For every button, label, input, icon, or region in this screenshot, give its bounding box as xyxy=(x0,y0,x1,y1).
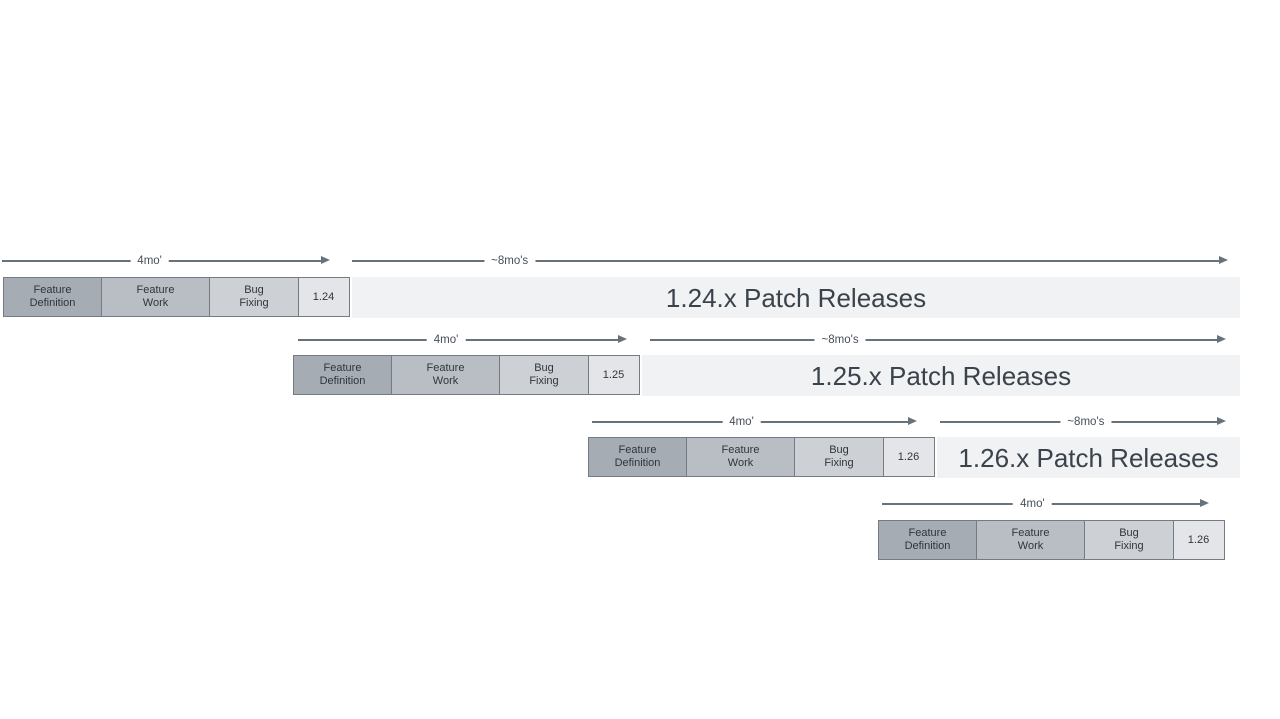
patch-cycle-arrow: ~8mo's xyxy=(352,253,1228,269)
phase-bug-fixing: Bug Fixing xyxy=(499,355,589,395)
release-cycle-bar: Feature Definition Feature Work Bug Fixi… xyxy=(588,437,935,477)
duration-label-8mo: ~8mo's xyxy=(814,333,866,347)
duration-label-8mo: ~8mo's xyxy=(1060,415,1112,429)
patch-releases-bar: 1.26.x Patch Releases xyxy=(937,437,1240,478)
dev-cycle-arrow: 4mo' xyxy=(298,332,627,348)
phase-feature-definition: Feature Definition xyxy=(293,355,392,395)
duration-label-4mo: 4mo' xyxy=(1013,497,1052,511)
version-box: 1.26 xyxy=(1172,520,1225,560)
phase-label: Fixing xyxy=(239,297,269,309)
patch-releases-bar: 1.25.x Patch Releases xyxy=(642,355,1240,396)
phase-feature-work: Feature Work xyxy=(390,355,501,395)
version-box: 1.25 xyxy=(587,355,640,395)
arrow-line xyxy=(650,339,1221,341)
dev-cycle-arrow: 4mo' xyxy=(882,496,1209,512)
phase-label: Feature xyxy=(908,527,947,539)
duration-label-4mo: 4mo' xyxy=(426,333,466,347)
phase-label: Feature xyxy=(1011,527,1050,539)
arrow-head-icon xyxy=(1219,256,1228,264)
phase-label: Feature xyxy=(618,444,657,456)
phase-feature-work: Feature Work xyxy=(975,520,1086,560)
patch-releases-bar: 1.24.x Patch Releases xyxy=(352,277,1240,318)
phase-label: Feature xyxy=(323,362,362,374)
phase-label: Feature xyxy=(426,362,465,374)
arrow-line xyxy=(352,260,1223,262)
phase-feature-work: Feature Work xyxy=(685,437,796,477)
phase-label: Feature xyxy=(136,284,175,296)
phase-label: Fixing xyxy=(529,375,559,387)
arrow-head-icon xyxy=(618,335,627,343)
duration-label-4mo: 4mo' xyxy=(722,415,761,429)
duration-label-8mo: ~8mo's xyxy=(484,254,536,268)
phase-label: Definition xyxy=(614,457,661,469)
phase-label: Fixing xyxy=(1114,540,1144,552)
arrow-head-icon xyxy=(1217,335,1226,343)
duration-label-4mo: 4mo' xyxy=(130,254,169,268)
phase-label: Bug xyxy=(829,444,849,456)
patch-cycle-arrow: ~8mo's xyxy=(940,414,1226,430)
patch-cycle-arrow: ~8mo's xyxy=(650,332,1226,348)
patch-releases-label: 1.26.x Patch Releases xyxy=(958,442,1219,473)
release-cycle-bar: Feature Definition Feature Work Bug Fixi… xyxy=(3,277,350,317)
phase-label: Work xyxy=(1017,540,1044,552)
phase-label: Feature xyxy=(33,284,72,296)
dev-cycle-arrow: 4mo' xyxy=(592,414,917,430)
release-cycle-bar: Feature Definition Feature Work Bug Fixi… xyxy=(878,520,1225,560)
release-cycle-bar: Feature Definition Feature Work Bug Fixi… xyxy=(293,355,640,395)
phase-bug-fixing: Bug Fixing xyxy=(794,437,884,477)
arrow-head-icon xyxy=(1200,499,1209,507)
phase-bug-fixing: Bug Fixing xyxy=(209,277,299,317)
arrow-head-icon xyxy=(908,417,917,425)
phase-label: Work xyxy=(142,297,169,309)
phase-label: Bug xyxy=(244,284,264,296)
phase-feature-definition: Feature Definition xyxy=(588,437,687,477)
phase-label: Feature xyxy=(721,444,760,456)
phase-feature-work: Feature Work xyxy=(100,277,211,317)
arrow-head-icon xyxy=(1217,417,1226,425)
patch-releases-label: 1.25.x Patch Releases xyxy=(810,360,1072,391)
phase-label: Definition xyxy=(319,375,366,387)
phase-label: Definition xyxy=(904,540,951,552)
phase-label: Bug xyxy=(534,362,554,374)
phase-feature-definition: Feature Definition xyxy=(878,520,977,560)
dev-cycle-arrow: 4mo' xyxy=(2,253,330,269)
phase-label: Definition xyxy=(29,297,76,309)
phase-label: Work xyxy=(727,457,754,469)
phase-label: Fixing xyxy=(824,457,854,469)
version-box: 1.24 xyxy=(297,277,350,317)
phase-label: Work xyxy=(432,375,459,387)
version-box: 1.26 xyxy=(882,437,935,477)
phase-feature-definition: Feature Definition xyxy=(3,277,102,317)
phase-bug-fixing: Bug Fixing xyxy=(1084,520,1174,560)
phase-label: Bug xyxy=(1119,527,1139,539)
patch-releases-label: 1.24.x Patch Releases xyxy=(665,282,927,313)
arrow-head-icon xyxy=(321,256,330,264)
